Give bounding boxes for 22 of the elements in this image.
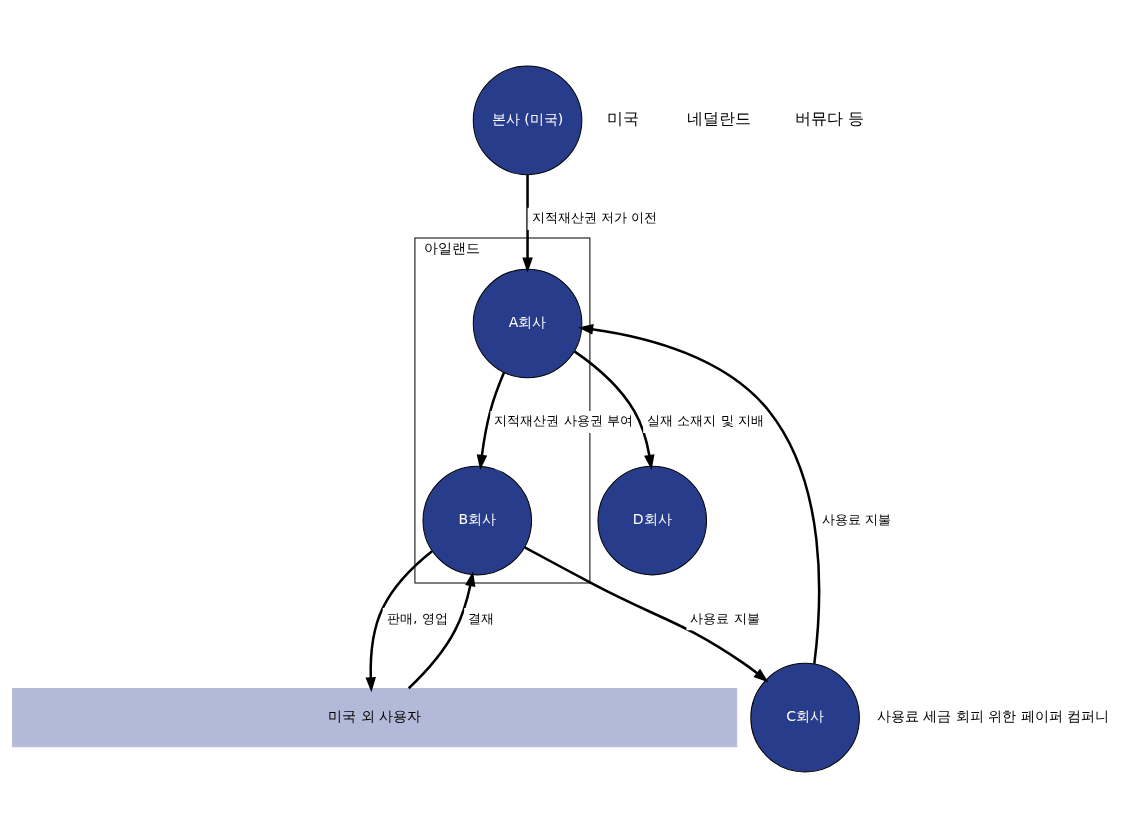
edge-label: 결재 <box>468 610 495 626</box>
node-circle: D회사 <box>597 465 708 576</box>
arrow <box>476 372 506 470</box>
edge-label: 지적재산권 저가 이전 <box>532 210 658 226</box>
arrow <box>578 324 821 665</box>
arrow <box>522 174 533 273</box>
arrow <box>365 550 433 693</box>
node-circle: B회사 <box>422 465 533 576</box>
arrow <box>407 571 476 690</box>
node-circle: A회사 <box>472 268 583 379</box>
edge-label: 사용료 지불 <box>690 610 760 626</box>
node-label: 사용료 세금 회피 위한 페이퍼 컴퍼니 <box>876 708 1110 725</box>
edge-label: 사용료 지불 <box>822 511 892 527</box>
node-circle: 본사 (미국) <box>472 65 583 176</box>
node-box: 미국 외 사용자 <box>12 688 738 748</box>
arrow <box>524 546 769 683</box>
edge-label: 판매, 영업 <box>387 610 448 626</box>
label: 버뮤다 등 <box>794 109 864 129</box>
label: 미국 <box>607 109 640 129</box>
edge-label: 실재 소재지 및 지배 <box>647 413 764 429</box>
label: 네덜란드 <box>686 109 751 129</box>
arrow <box>573 350 655 470</box>
